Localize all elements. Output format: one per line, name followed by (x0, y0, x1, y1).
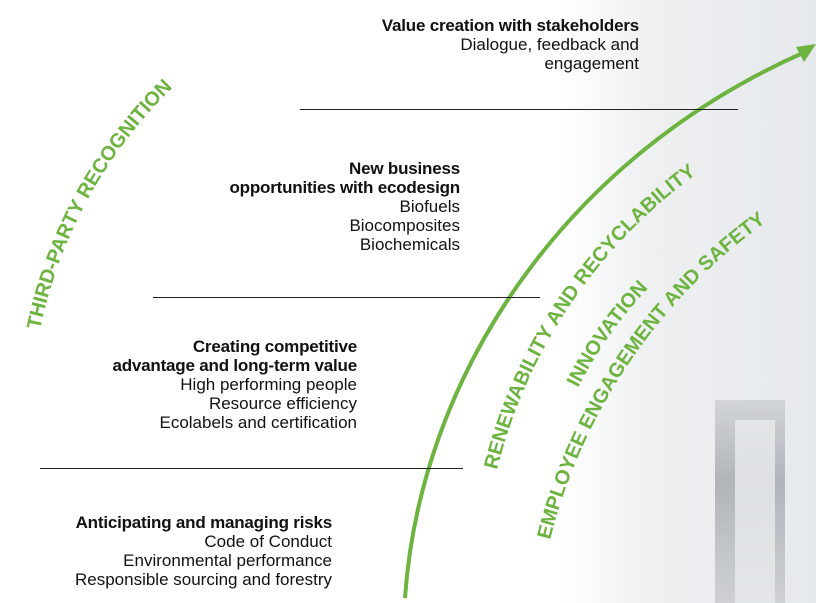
arrow-head (796, 44, 816, 62)
divider-rule (300, 109, 738, 110)
stage-item: engagement (544, 54, 639, 74)
arc-label-third-party: THIRD-PARTY RECOGNITION (23, 75, 176, 331)
stage-item: Ecolabels and certification (159, 413, 357, 433)
stage-item: Code of Conduct (204, 532, 332, 552)
stage-item: High performing people (180, 375, 357, 395)
stage-managing-risks: Anticipating and managing risks Code of … (75, 513, 332, 589)
stage-competitive-advantage: Creating competitive advantage and long-… (112, 337, 357, 432)
stage-item: Responsible sourcing and forestry (74, 570, 332, 590)
divider-rule (40, 468, 463, 469)
stage-heading: Value creation with stakeholders (381, 16, 639, 35)
progress-arrow-arc (403, 50, 806, 599)
stage-item: Biocomposites (349, 216, 460, 236)
stage-new-business: New business opportunities with ecodesig… (229, 159, 460, 254)
stage-value-creation: Value creation with stakeholders Dialogu… (382, 16, 639, 73)
divider-rule (153, 297, 540, 298)
stage-heading: New business (349, 159, 460, 178)
stage-item: Dialogue, feedback and (460, 35, 639, 55)
stage-item: Environmental performance (123, 551, 332, 571)
background-window-pane (735, 420, 775, 603)
stage-heading: Anticipating and managing risks (75, 513, 333, 532)
stage-item: Biofuels (399, 197, 460, 217)
stage-item: Biochemicals (359, 235, 460, 255)
stage-item: Resource efficiency (208, 394, 357, 414)
stage-heading: advantage and long-term value (112, 356, 357, 376)
stage-heading: opportunities with ecodesign (229, 178, 460, 198)
stage-heading: Creating competitive (192, 337, 357, 356)
